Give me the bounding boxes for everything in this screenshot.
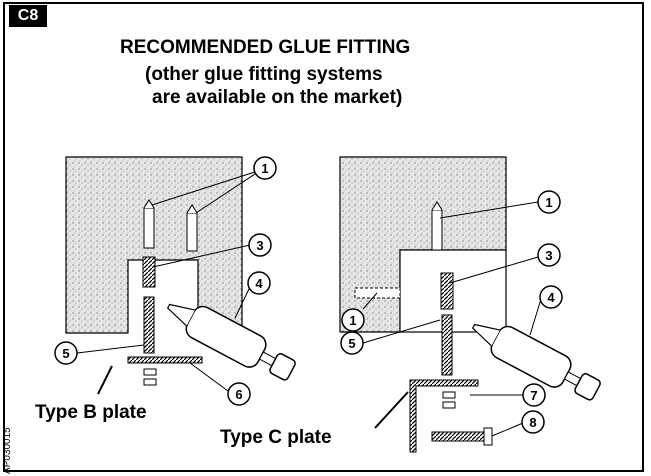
- svg-text:1: 1: [349, 313, 356, 328]
- section-tag: C8: [9, 5, 47, 27]
- left-insert-3: [142, 256, 156, 288]
- callout-right-8: 8: [521, 410, 545, 434]
- callout-right-7: 7: [522, 383, 546, 407]
- diagram-frame: [3, 2, 644, 472]
- svg-text:5: 5: [62, 346, 69, 361]
- svg-text:4: 4: [255, 276, 263, 291]
- callout-left-6: 6: [227, 382, 251, 406]
- right-glue-tube-4: [471, 323, 601, 401]
- callout-left-5: 5: [54, 341, 78, 365]
- right-assembly: [339, 156, 601, 453]
- svg-text:5: 5: [348, 336, 355, 351]
- left-plate-6: [127, 356, 203, 364]
- svg-text:1: 1: [261, 161, 268, 176]
- callouts: 1 3 4 5 6 1 3 4 1 5 7 8: [54, 156, 563, 434]
- svg-text:6: 6: [235, 387, 242, 402]
- label-type-b-plate: Type B plate: [35, 402, 147, 423]
- left-assembly: [65, 156, 296, 395]
- svg-text:8: 8: [529, 415, 536, 430]
- right-screw-5: [441, 314, 453, 376]
- right-plate-7: [409, 379, 479, 453]
- svg-text:3: 3: [545, 248, 552, 263]
- svg-text:4: 4: [547, 290, 555, 305]
- left-pins: [143, 199, 198, 252]
- callout-right-4: 4: [539, 285, 563, 309]
- left-glue-tube-4: [166, 303, 296, 381]
- callout-right-5: 5: [340, 331, 364, 355]
- callout-right-3: 3: [537, 243, 561, 267]
- callout-left-3: 3: [248, 233, 272, 257]
- callout-left-1: 1: [253, 156, 277, 180]
- svg-text:7: 7: [530, 388, 537, 403]
- left-screw-5: [143, 296, 155, 354]
- title-line-2: (other glue fitting systems: [145, 64, 383, 85]
- svg-text:3: 3: [256, 238, 263, 253]
- callout-right-1: 1: [537, 190, 561, 214]
- callout-right-1b: 1: [341, 308, 365, 332]
- title-line-1: RECOMMENDED GLUE FITTING: [120, 37, 411, 58]
- right-insert-3: [440, 272, 454, 310]
- svg-text:1: 1: [545, 195, 552, 210]
- title-line-3: are available on the market): [152, 87, 403, 108]
- label-type-c-plate: Type C plate: [220, 427, 332, 448]
- right-bolt-8: [431, 431, 485, 442]
- callout-left-4: 4: [247, 271, 271, 295]
